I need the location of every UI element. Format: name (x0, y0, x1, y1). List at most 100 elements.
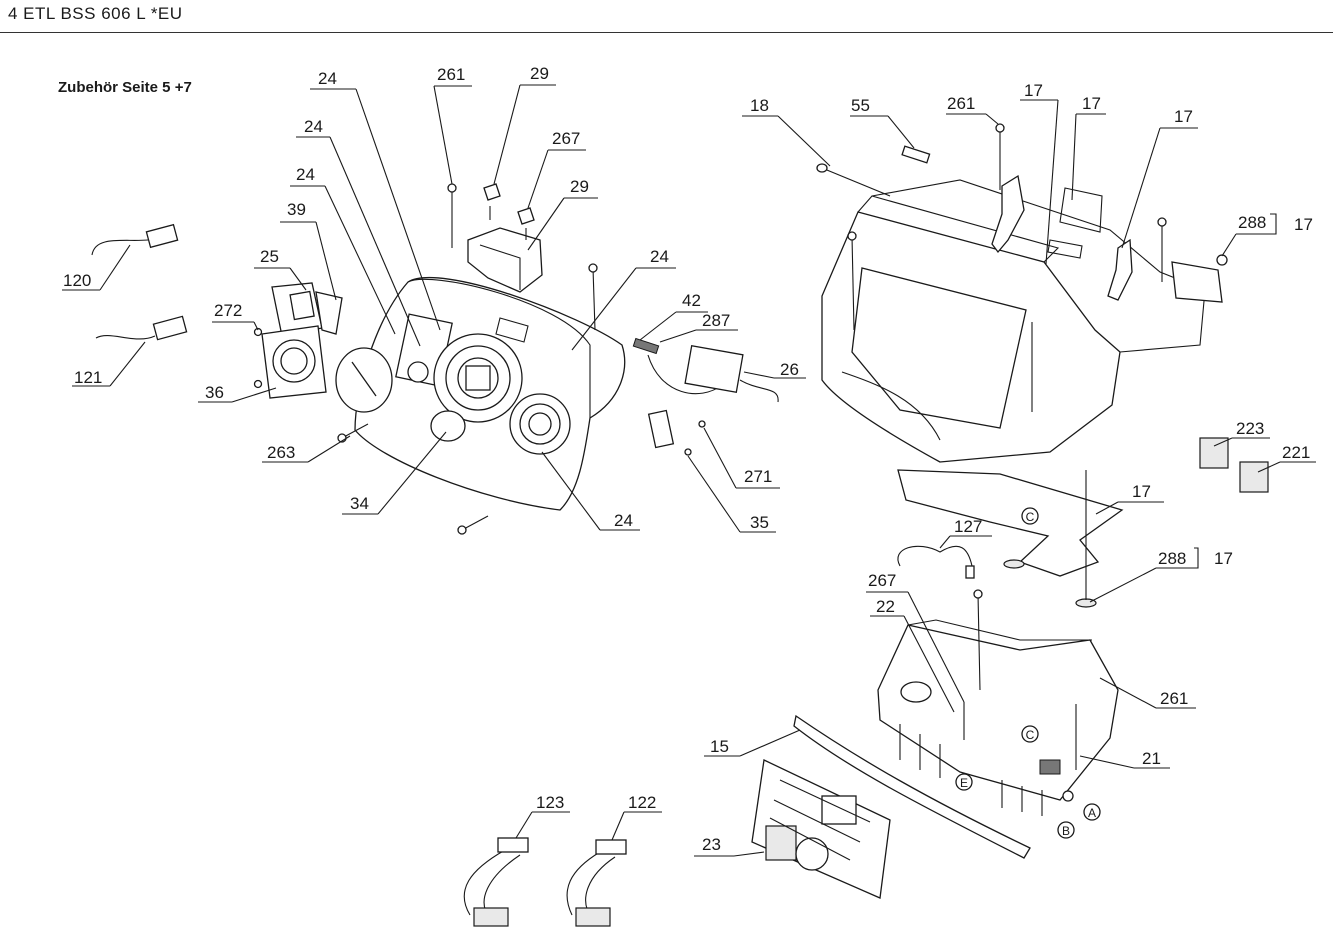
nut-29 (483, 183, 501, 201)
callout-55: 55 (850, 96, 915, 149)
svg-text:C: C (1026, 510, 1035, 524)
svg-text:288: 288 (1238, 213, 1266, 232)
lower-housing (877, 589, 1119, 816)
callout-29-b: 29 (527, 177, 598, 251)
callout-35: 35 (687, 455, 776, 533)
svg-text:36: 36 (205, 383, 224, 402)
gasket-17 (897, 469, 1124, 577)
callout-24-b: 24 (296, 117, 421, 347)
svg-text:24: 24 (318, 69, 337, 88)
page-title: 4 ETL BSS 606 L *EU (8, 4, 183, 23)
svg-text:223: 223 (1236, 419, 1264, 438)
callout-17-c: 17 (1121, 107, 1198, 249)
svg-text:267: 267 (868, 571, 896, 590)
svg-text:35: 35 (750, 513, 769, 532)
callout-267-a: 267 (527, 129, 586, 209)
callout-287: 287 (659, 311, 738, 343)
svg-text:E: E (960, 776, 968, 790)
svg-text:287: 287 (702, 311, 730, 330)
svg-text:121: 121 (74, 368, 102, 387)
callout-25: 25 (254, 247, 307, 291)
callout-288-b: 288 (1089, 547, 1199, 603)
svg-text:29: 29 (570, 177, 589, 196)
screw-18 (816, 163, 891, 197)
svg-text:55: 55 (851, 96, 870, 115)
callout-24-d: 24 (571, 247, 676, 351)
brush-123 (463, 837, 529, 927)
svg-text:B: B (1062, 824, 1070, 838)
cable-121 (95, 315, 188, 341)
svg-text:261: 261 (437, 65, 465, 84)
callout-39: 39 (280, 200, 337, 301)
callout-127: 127 (939, 517, 992, 549)
front-panel (354, 277, 626, 511)
svg-text:17: 17 (1082, 94, 1101, 113)
callout-26: 26 (743, 360, 806, 379)
latch-17b (1107, 238, 1133, 301)
callout-223: 223 (1213, 419, 1270, 447)
svg-text:120: 120 (63, 271, 91, 290)
microswitch-35 (647, 409, 706, 456)
screw-272b (253, 379, 263, 389)
svg-text:261: 261 (947, 94, 975, 113)
svg-text:21: 21 (1142, 749, 1161, 768)
callout-34: 34 (342, 431, 447, 515)
callout-17-e: 17 (1095, 482, 1164, 515)
callout-17-b: 17 (1071, 94, 1106, 201)
callout-263: 263 (262, 435, 351, 463)
callout-22: 22 (870, 597, 955, 713)
washer-288 (1216, 254, 1228, 266)
marker-e: E (955, 773, 973, 791)
reference-markers: C C E A B (955, 507, 1101, 839)
handle-29 (467, 227, 543, 293)
callout-24-e: 24 (541, 451, 640, 531)
svg-text:24: 24 (650, 247, 669, 266)
marker-b: B (1057, 821, 1075, 839)
title-rule (0, 32, 1333, 33)
callout-261-a: 261 (433, 65, 472, 185)
callout-29-a: 29 (493, 64, 556, 185)
svg-text:267: 267 (552, 129, 580, 148)
callout-15: 15 (704, 729, 801, 757)
svg-text:122: 122 (628, 793, 656, 812)
callout-261-c: 261 (1099, 677, 1196, 709)
clip-55 (901, 145, 931, 164)
svg-text:42: 42 (682, 291, 701, 310)
callout-17-d: 17 (1294, 215, 1313, 234)
svg-text:22: 22 (876, 597, 895, 616)
switch-26 (632, 337, 779, 403)
svg-text:123: 123 (536, 793, 564, 812)
svg-text:17: 17 (1174, 107, 1193, 126)
svg-text:271: 271 (744, 467, 772, 486)
cable-120 (91, 223, 179, 256)
callout-121: 121 (72, 341, 146, 387)
svg-text:24: 24 (304, 117, 323, 136)
nut-267 (517, 207, 535, 225)
svg-text:15: 15 (710, 737, 729, 756)
brush-122 (566, 839, 627, 927)
svg-text:272: 272 (214, 301, 242, 320)
svg-text:24: 24 (296, 165, 315, 184)
svg-text:26: 26 (780, 360, 799, 379)
callout-17-f: 17 (1214, 549, 1233, 568)
svg-text:18: 18 (750, 96, 769, 115)
callout-271: 271 (703, 427, 780, 489)
callout-17-a: 17 (1020, 81, 1059, 265)
pad-c (1003, 559, 1025, 569)
socket-assembly (261, 282, 343, 399)
callout-36: 36 (198, 383, 277, 403)
svg-text:127: 127 (954, 517, 982, 536)
strip-15 (793, 714, 1031, 859)
svg-text:25: 25 (260, 247, 279, 266)
callout-261-b: 261 (946, 94, 999, 125)
callout-18: 18 (742, 96, 831, 167)
upper-housing (821, 179, 1223, 463)
svg-text:C: C (1026, 728, 1035, 742)
svg-text:29: 29 (530, 64, 549, 83)
screws-261 (447, 183, 598, 331)
screw-272 (253, 327, 263, 337)
accessory-note: Zubehör Seite 5 +7 (58, 79, 192, 96)
svg-text:24: 24 (614, 511, 633, 530)
pcb-23 (751, 759, 891, 899)
